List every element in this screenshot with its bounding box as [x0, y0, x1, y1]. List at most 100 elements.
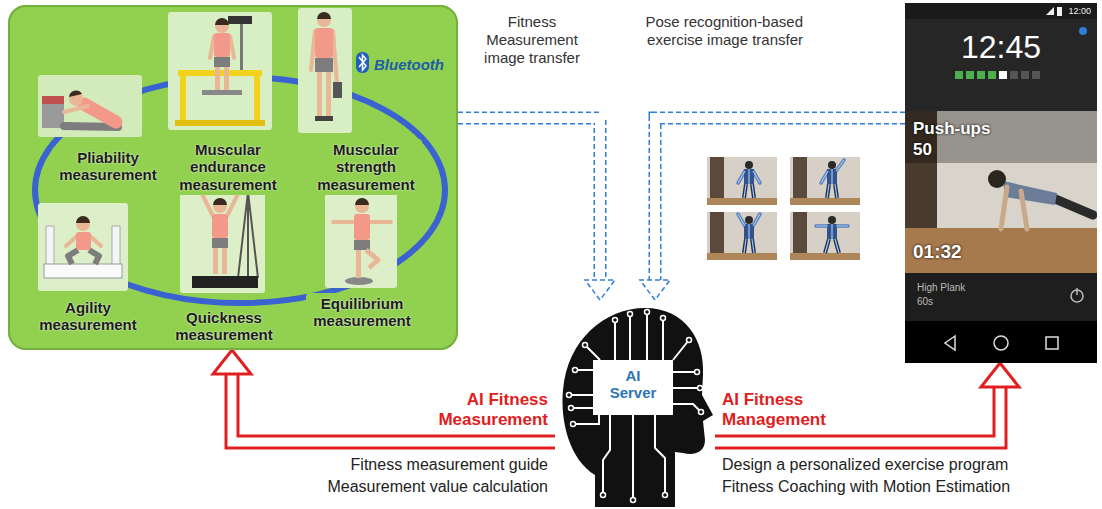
screen-text: 01:32 — [913, 241, 962, 263]
quickness-figure-part — [212, 238, 228, 248]
image-transfer-arrow — [640, 118, 905, 300]
strength-figure-part — [298, 8, 352, 133]
endurance-figure-part — [254, 70, 260, 124]
phone-screen-art-part — [994, 336, 1008, 350]
pose-photo-part — [710, 212, 724, 260]
strength-figure-part — [317, 72, 322, 118]
phone-screen-art-part — [1001, 187, 1027, 229]
head-silhouette-part — [687, 338, 692, 343]
phone-screen-art-part — [988, 71, 996, 79]
pliability-figure-part — [64, 126, 118, 127]
strength-figure-part — [326, 72, 331, 118]
phone-screen-art-part — [1076, 288, 1078, 295]
pose-photo-part — [707, 253, 777, 260]
pose-photo-part — [790, 157, 860, 205]
measurement-item: Pliability measurement — [52, 147, 164, 186]
phone-screen-art-part — [955, 71, 963, 79]
phone-screen-art-part — [905, 321, 1097, 363]
image-transfer-arrow-head — [640, 280, 670, 300]
quickness-figure-part — [212, 214, 228, 238]
phone-screen-art-part — [1079, 27, 1087, 35]
ai-output-arrow-core — [715, 387, 1000, 442]
pose-photo-part — [793, 157, 807, 205]
pose-photo-part — [821, 160, 844, 198]
phone-screen-art-part — [977, 71, 985, 79]
strength-figure-part — [315, 58, 333, 72]
bluetooth-icon-part — [356, 52, 369, 73]
pose-photo-part — [790, 253, 860, 260]
phone-screen-art-part — [1021, 71, 1029, 79]
image-transfer-arrow-head — [585, 280, 615, 300]
transfer-label: Pose recognition-based exercise image tr… — [630, 13, 803, 49]
screen-text: 12:45 — [905, 29, 1097, 66]
screen-text: 12:00 — [1068, 6, 1091, 16]
pliability-figure-part — [38, 75, 142, 137]
pose-photo-part — [707, 198, 777, 205]
phone-screen-art-part — [1003, 181, 1057, 205]
pliability-figure-part — [64, 106, 88, 112]
equilibrium-figure-part — [355, 198, 369, 205]
endurance-figure-part — [215, 67, 220, 90]
head-silhouette-part — [573, 368, 578, 373]
phone-screen-art-part — [1057, 7, 1062, 16]
pose-photo — [707, 212, 777, 260]
head-silhouette-part — [699, 410, 704, 415]
quickness-figure-part — [213, 199, 227, 213]
measurement-label: Quickness measurement — [171, 309, 277, 344]
head-silhouette-part — [569, 312, 701, 500]
ai-function-label: AI Fitness Measurement — [430, 390, 548, 430]
measurement-item: Agility measurement — [32, 297, 144, 336]
head-silhouette-part — [593, 360, 673, 415]
strength-figure-part — [333, 82, 342, 98]
function-note: Measurement value calculation — [248, 477, 548, 497]
image-transfer-arrow-core — [458, 118, 600, 280]
phone-screen-art-part — [905, 19, 1097, 111]
phone-screen-art-part — [945, 336, 955, 350]
measurement-label: Agility measurement — [35, 299, 141, 334]
head-silhouette-part — [562, 308, 713, 507]
agility-figure — [38, 203, 128, 291]
image-transfer-arrow-core — [655, 118, 905, 280]
phone-screen: 12:0012:45Push-ups5001:32High Plank60s — [905, 3, 1097, 363]
phone-screen-art-part — [1046, 337, 1058, 349]
endurance-figure-part — [215, 19, 229, 33]
agility-figure-part — [76, 232, 91, 250]
screen-text: 60s — [917, 296, 933, 307]
ai-output-arrow — [213, 350, 555, 442]
pose-photo-part — [738, 169, 760, 198]
measurement-label: Equilibrium measurement — [309, 295, 415, 330]
function-note: Design a personalized exercise program — [722, 455, 1008, 475]
head-silhouette-part — [613, 318, 618, 323]
quickness-figure — [180, 178, 265, 293]
agility-figure-part — [46, 226, 54, 268]
endurance-figure-part — [214, 57, 230, 67]
ai-output-arrow-outline — [232, 374, 555, 442]
panel-ground — [8, 5, 458, 350]
ai-output-arrow-core — [232, 374, 555, 442]
pose-photo-part — [745, 161, 753, 169]
agility-figure-part — [76, 216, 90, 223]
image-transfer-arrow — [458, 118, 615, 300]
equilibrium-figure-part — [355, 199, 369, 213]
head-silhouette-part — [695, 370, 700, 375]
head-silhouette-part — [631, 498, 636, 503]
pose-photo-part — [793, 212, 807, 260]
phone-screen-art-part — [905, 3, 1097, 19]
strength-figure — [298, 8, 352, 133]
quickness-figure-part — [222, 248, 227, 274]
ai-output-arrow-head — [213, 350, 251, 374]
phone-screen-art-part — [905, 273, 1097, 321]
head-silhouette-part — [567, 393, 572, 398]
phone-screen-art-part — [1032, 71, 1040, 79]
transfer-label: Fitness Measurement image transfer — [478, 13, 586, 67]
measurement-item: Muscular endurance measurement — [172, 139, 284, 195]
head-silhouette-part — [569, 406, 574, 411]
agility-figure-part — [68, 250, 99, 264]
head-silhouette-part — [571, 422, 576, 427]
measurement-label: Muscular endurance measurement — [175, 141, 281, 193]
measurement-item: Muscular strength measurement — [310, 139, 422, 195]
equilibrium-figure-part — [325, 193, 397, 288]
equilibrium-figure-part — [345, 277, 373, 285]
phone-screen-art-part — [988, 170, 1006, 188]
